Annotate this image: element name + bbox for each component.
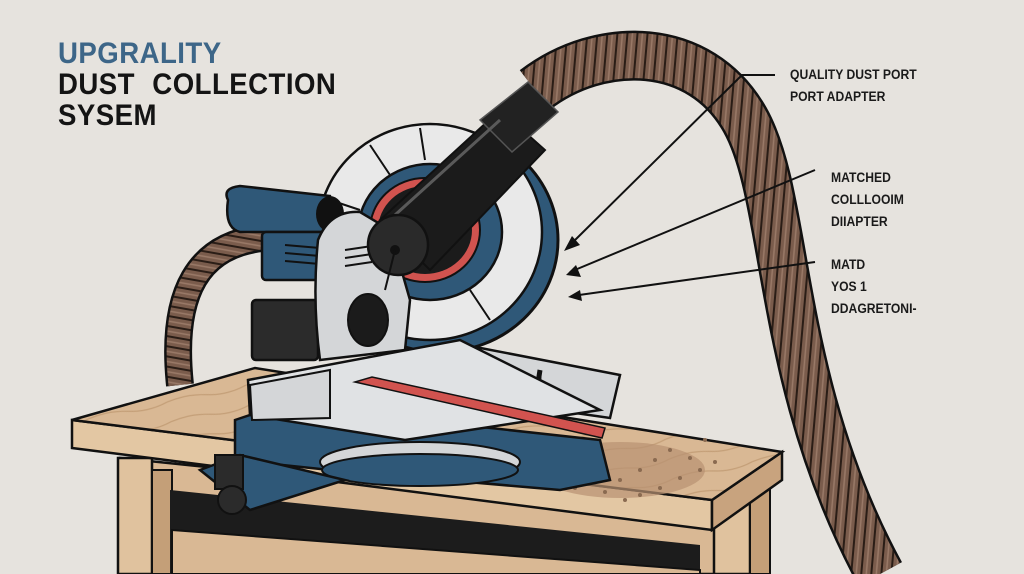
title-line-3: SYSEM (58, 99, 157, 132)
callout-matched-adapter: MATCHED COLLLOOIM DIIAPTER (831, 167, 904, 233)
callout-1-line-2: PORT ADAPTER (790, 89, 886, 104)
callout-3-line-3: DDAGRETONI- (831, 301, 917, 316)
callout-quality-dust-port: QUALITY DUST PORT PORT ADAPTER (790, 64, 917, 108)
callout-2-line-2: COLLLOOIM (831, 192, 904, 207)
callout-3-line-2: YOS 1 (831, 279, 867, 294)
callout-1-line-1: QUALITY DUST PORT (790, 67, 917, 82)
callout-2-line-1: MATCHED (831, 170, 891, 185)
dust-collection-hose (519, 30, 902, 574)
motor-housing (225, 184, 344, 362)
product-title: UPGRALITY DUST COLLECTION SYSEM (58, 38, 336, 131)
callout-leaders (569, 74, 816, 297)
title-line-2: DUST COLLECTION (58, 68, 337, 101)
callout-third-label: MATD YOS 1 DDAGRETONI- (831, 254, 917, 320)
title-brand: UPGRALITY (58, 37, 222, 70)
callout-3-line-1: MATD (831, 257, 866, 272)
saw-table (246, 338, 606, 442)
callout-2-line-3: DIIAPTER (831, 214, 888, 229)
dust-port-adapter (366, 80, 560, 291)
arrowheads (564, 236, 582, 301)
